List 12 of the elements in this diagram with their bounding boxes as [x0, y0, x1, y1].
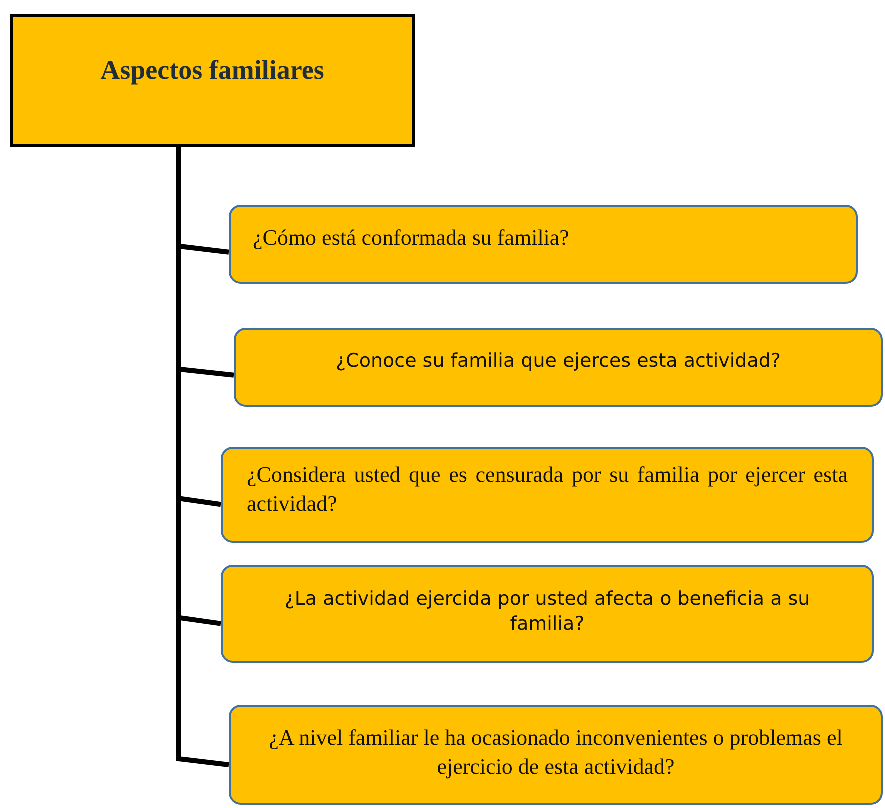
question-text: ¿La actividad ejercida por usted afecta o beneficia a su familia?: [284, 587, 812, 637]
question-box: [234, 328, 883, 407]
question-text: ¿A nivel familiar le ha ocasionado inconvenientes o problemas el ejercicio de esta actividad?: [268, 724, 844, 781]
title-box: [10, 14, 415, 147]
question-box: [221, 565, 874, 663]
question-box: [229, 205, 858, 284]
question-text: ¿Conoce su familia que ejerces esta actividad?: [334, 349, 782, 374]
question-box: [229, 705, 883, 805]
question-box: [221, 447, 874, 543]
title-text: Aspectos familiares: [100, 54, 326, 87]
question-text: ¿Considera usted que es censurada por su familia por ejercer esta actividad?: [247, 461, 848, 518]
question-text: ¿Cómo está conformada su familia?: [253, 224, 570, 252]
